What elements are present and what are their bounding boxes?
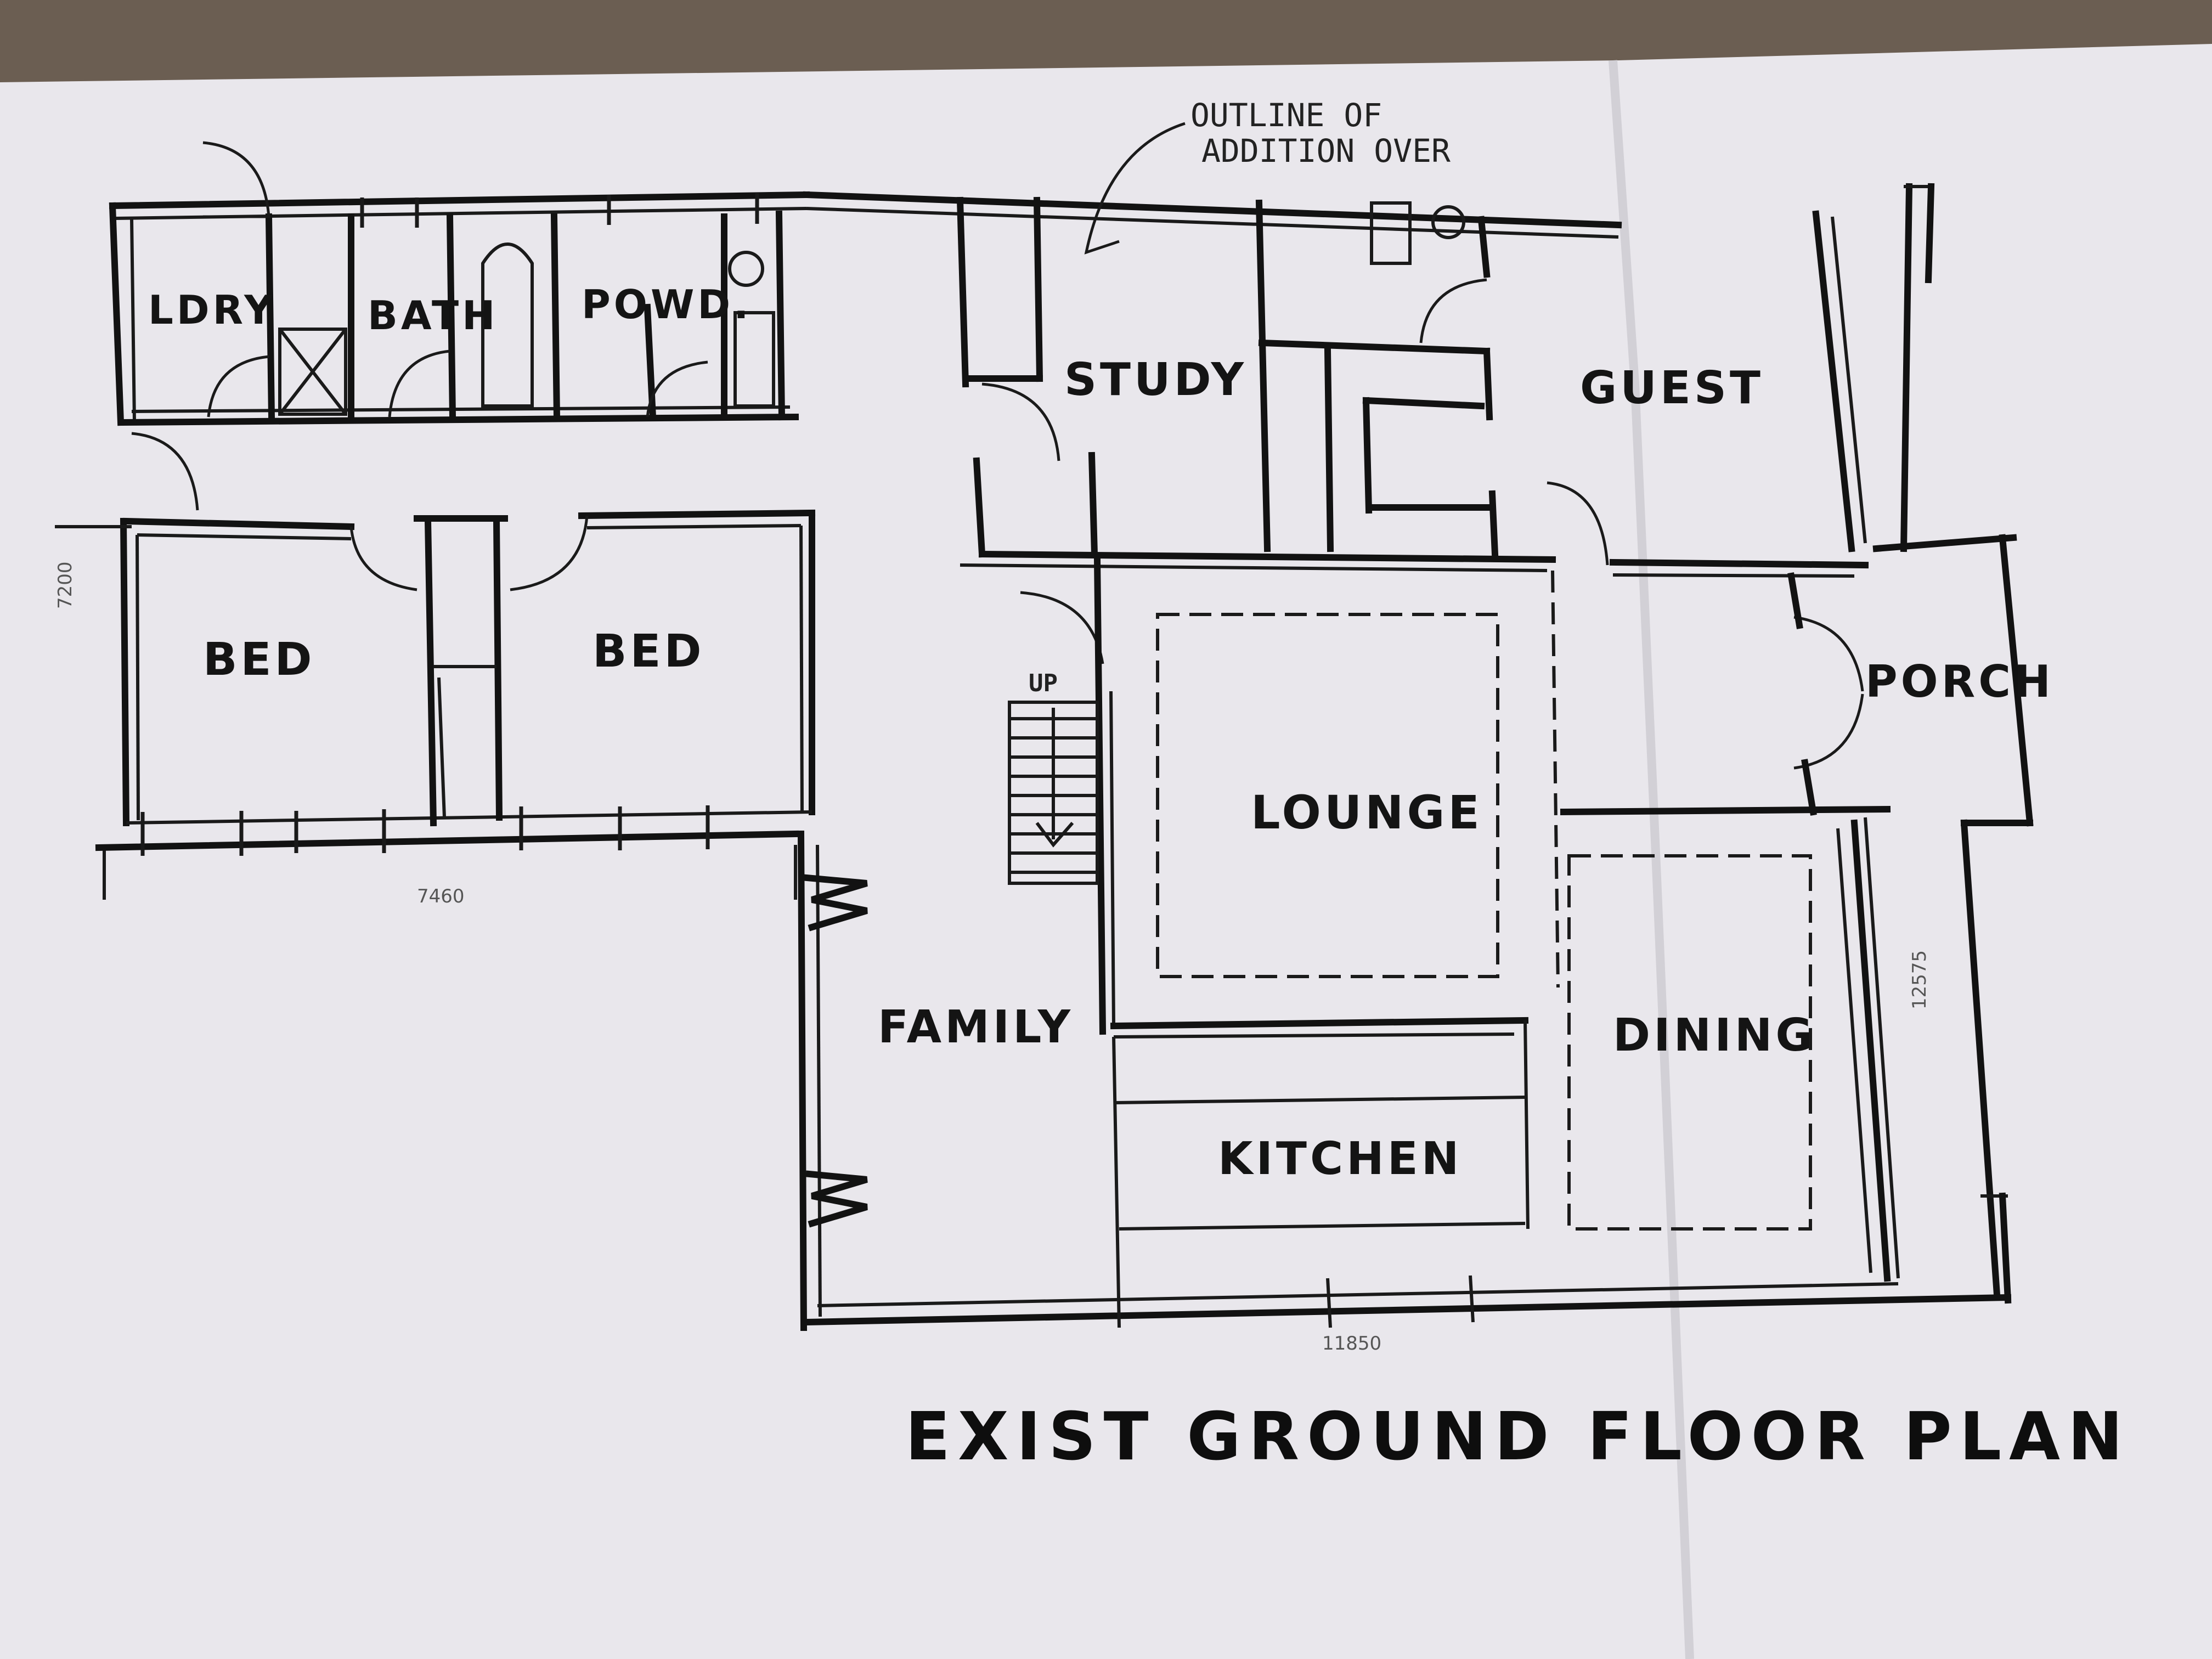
room-label-family: FAMILY bbox=[878, 1001, 1074, 1053]
porch-walls bbox=[1787, 183, 2034, 1304]
dimension-right: 12575 bbox=[1909, 950, 1931, 1009]
room-label-kitchen: KITCHEN bbox=[1218, 1133, 1462, 1185]
addition-note-line-1: OUTLINE OF bbox=[1190, 97, 1382, 134]
room-label-bed-1: BED bbox=[203, 634, 315, 686]
room-label-powd: POWD. bbox=[582, 281, 752, 328]
stair-up-label: UP bbox=[1029, 669, 1058, 697]
room-label-study: STUDY bbox=[1064, 354, 1247, 406]
drawing-title: EXIST GROUND FLOOR PLAN bbox=[905, 1399, 2130, 1475]
addition-note-line-2: ADDITION OVER bbox=[1201, 132, 1451, 170]
paper-fold bbox=[1609, 60, 1694, 1659]
lower-core-walls bbox=[797, 556, 2012, 1331]
left-wing-door-swings bbox=[131, 141, 708, 591]
dimension-left: 7200 bbox=[54, 561, 76, 609]
paper bbox=[0, 44, 2212, 1659]
dimension-marks bbox=[55, 525, 1475, 1328]
dimension-bottom-left: 7460 bbox=[417, 885, 465, 907]
dimension-bottom: 11850 bbox=[1322, 1333, 1381, 1355]
room-label-guest: GUEST bbox=[1580, 362, 1764, 414]
room-label-lounge: LOUNGE bbox=[1251, 786, 1483, 839]
room-label-bed-2: BED bbox=[592, 625, 705, 678]
room-label-bath: BATH bbox=[368, 292, 498, 338]
utility-fixtures bbox=[278, 242, 775, 416]
left-wing-window-marks bbox=[140, 193, 759, 856]
room-label-porch: PORCH bbox=[1865, 656, 2054, 707]
room-label-ldry: LDRY bbox=[148, 287, 276, 333]
room-label-dining: DINING bbox=[1613, 1009, 1816, 1062]
addition-note-arrow bbox=[1084, 122, 1186, 255]
study-guest-walls bbox=[803, 191, 1869, 578]
